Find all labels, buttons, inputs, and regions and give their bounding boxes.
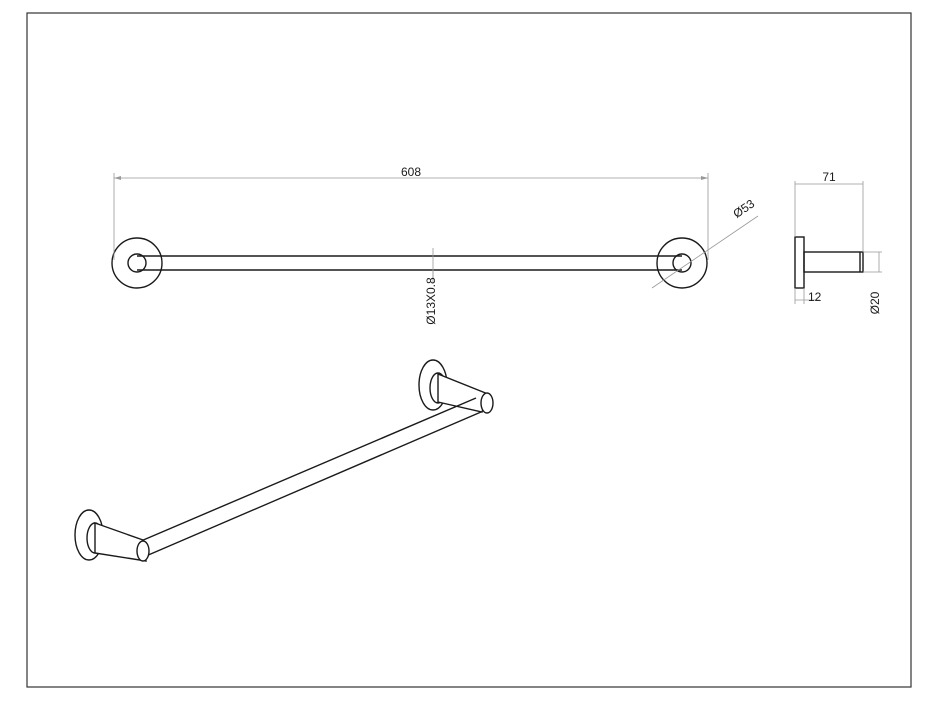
iso-back-post-end bbox=[480, 392, 494, 414]
left-flange-outer bbox=[111, 237, 163, 289]
flange-diameter-leader bbox=[651, 215, 759, 289]
side-flange bbox=[794, 236, 805, 289]
flange-thickness-label: 12 bbox=[808, 290, 822, 304]
isometric-view bbox=[74, 359, 494, 562]
front-view: 608 Ø13X0.8 Ø53 bbox=[111, 165, 759, 325]
overall-length-label: 608 bbox=[401, 165, 421, 179]
right-flange-inner bbox=[672, 253, 692, 273]
length-arrow-right bbox=[701, 176, 708, 180]
drawing-frame bbox=[26, 12, 912, 688]
iso-bar-top-edge bbox=[140, 397, 477, 542]
side-post bbox=[803, 251, 864, 273]
iso-front-post bbox=[94, 522, 147, 562]
side-view: 71 12 Ø20 bbox=[794, 170, 882, 314]
projection-label: 71 bbox=[822, 170, 836, 184]
iso-bar-bottom-edge bbox=[145, 411, 482, 557]
right-flange-outer bbox=[656, 237, 708, 289]
length-arrow-left bbox=[114, 176, 121, 180]
post-diameter-label: Ø20 bbox=[868, 291, 882, 314]
iso-front-post-end bbox=[136, 540, 150, 562]
flange-diameter-label: Ø53 bbox=[730, 196, 757, 220]
iso-back-post bbox=[437, 372, 489, 413]
left-flange-inner bbox=[127, 253, 147, 273]
bar-diameter-label: Ø13X0.8 bbox=[424, 277, 438, 325]
